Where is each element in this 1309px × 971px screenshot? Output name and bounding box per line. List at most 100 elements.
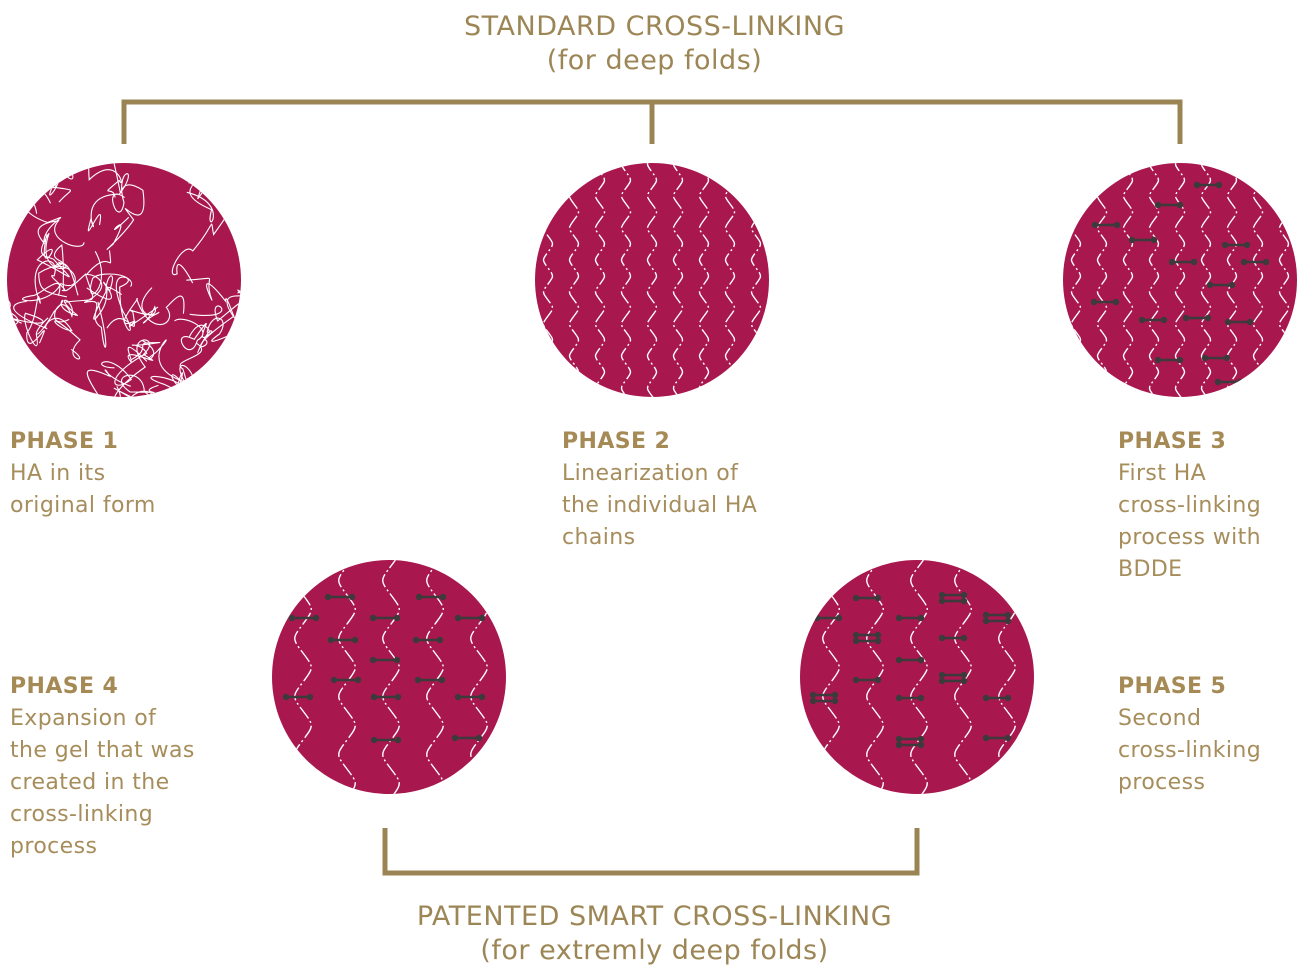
ha-tangle-strand	[86, 275, 123, 320]
crosslink-node	[475, 734, 483, 742]
crosslink-node	[393, 614, 401, 622]
crosslink-node	[960, 597, 968, 605]
crosslink-node	[1228, 281, 1236, 289]
crosslink-node	[917, 694, 925, 702]
phase-2-name: PHASE 2	[562, 429, 671, 454]
crosslink-node	[1112, 298, 1120, 306]
crosslink-node	[960, 671, 968, 679]
crosslink-node	[306, 693, 314, 701]
crosslink-node	[1206, 281, 1214, 289]
ha-tangle-strand	[87, 173, 129, 232]
crosslink-node	[439, 593, 447, 601]
crosslink-node	[393, 656, 401, 664]
crosslink-node	[1243, 241, 1251, 249]
standard-bracket	[121, 99, 1183, 144]
ha-tangle-strand	[36, 232, 70, 278]
crosslink-node	[874, 631, 882, 639]
crosslink-node	[1004, 734, 1012, 742]
phase-3-circle	[1063, 163, 1297, 397]
crosslink-node	[415, 593, 423, 601]
phase-4-description: Expansion of the gel that was created in…	[10, 706, 195, 859]
crosslink-node	[1113, 221, 1121, 229]
crosslink-node	[1204, 314, 1212, 322]
crosslink-node	[1154, 356, 1162, 364]
crosslink-node	[874, 594, 882, 602]
ha-tangle-strand	[101, 341, 161, 386]
crosslink-node	[938, 597, 946, 605]
ha-tangle-strand	[106, 287, 160, 329]
ha-tangle-strand	[113, 372, 218, 397]
crosslink-node	[354, 676, 362, 684]
crosslink-node	[813, 614, 821, 622]
phase-1-label: PHASE 1 HA in its original form	[10, 426, 260, 522]
crosslink-node	[1090, 298, 1098, 306]
crosslink-node	[1091, 221, 1099, 229]
crosslink-node	[938, 677, 946, 685]
crosslink-node	[1154, 201, 1162, 209]
ha-tangle-strand	[52, 244, 94, 303]
crosslink-node	[1004, 694, 1012, 702]
crosslink-node	[938, 634, 946, 642]
crosslink-node	[1262, 258, 1270, 266]
crosslink-node	[917, 741, 925, 749]
crosslink-node	[1160, 316, 1168, 324]
crosslink-node	[1128, 236, 1136, 244]
crosslink-node	[1221, 241, 1229, 249]
crosslink-node	[1168, 258, 1176, 266]
crosslink-node	[835, 614, 843, 622]
crosslink-node	[982, 617, 990, 625]
crosslink-node	[1004, 611, 1012, 619]
crosslink-node	[282, 693, 290, 701]
crosslink-node	[478, 693, 486, 701]
crosslink-node	[960, 634, 968, 642]
phase-3-label: PHASE 3 First HA cross-linking process w…	[1118, 426, 1308, 586]
ha-tangle-strand	[188, 312, 241, 342]
crosslink-node	[438, 676, 446, 684]
crosslink-node	[369, 656, 377, 664]
crosslink-node	[451, 734, 459, 742]
crosslink-node	[982, 734, 990, 742]
crosslink-node	[454, 614, 462, 622]
phase-1-circle	[7, 163, 241, 397]
crosslink-node	[982, 694, 990, 702]
crosslink-node	[1190, 258, 1198, 266]
ha-tangle-strand	[13, 300, 81, 360]
crosslink-node	[917, 614, 925, 622]
crosslink-node	[436, 636, 444, 644]
patented-bracket	[382, 828, 920, 876]
crosslink-node	[1176, 356, 1184, 364]
crosslink-node	[1004, 617, 1012, 625]
crosslink-node	[1223, 354, 1231, 362]
ha-tangle-strand	[44, 163, 122, 198]
crosslink-node	[394, 693, 402, 701]
crosslink-node	[895, 694, 903, 702]
crosslink-node	[938, 591, 946, 599]
crosslink-node	[369, 614, 377, 622]
crosslink-node	[330, 676, 338, 684]
crosslink-node	[852, 637, 860, 645]
ha-tangle-strand	[7, 163, 47, 210]
crosslink-node	[370, 736, 378, 744]
crosslink-node	[852, 676, 860, 684]
ha-tangle-strand	[26, 260, 66, 344]
phase-2-description: Linearization of the individual HA chain…	[562, 461, 758, 550]
crosslink-node	[1176, 201, 1184, 209]
ha-tangle-strand	[150, 342, 203, 397]
phase-5-description: Second cross-linking process	[1118, 706, 1262, 795]
crosslink-node	[394, 736, 402, 744]
crosslink-node	[809, 697, 817, 705]
crosslink-node	[1193, 181, 1201, 189]
crosslink-node	[412, 636, 420, 644]
standard-cross-linking-title: STANDARD CROSS-LINKING (for deep folds)	[0, 10, 1309, 78]
crosslink-node	[874, 676, 882, 684]
crosslink-node	[960, 591, 968, 599]
crosslink-node	[938, 671, 946, 679]
crosslink-node	[852, 594, 860, 602]
phase-3-description: First HA cross-linking process with BDDE	[1118, 461, 1262, 582]
ha-tangle-strand	[7, 193, 19, 238]
ha-tangle-strand	[113, 339, 154, 397]
crosslink-node	[1246, 318, 1254, 326]
crosslink-node	[982, 611, 990, 619]
crosslink-node	[414, 676, 422, 684]
